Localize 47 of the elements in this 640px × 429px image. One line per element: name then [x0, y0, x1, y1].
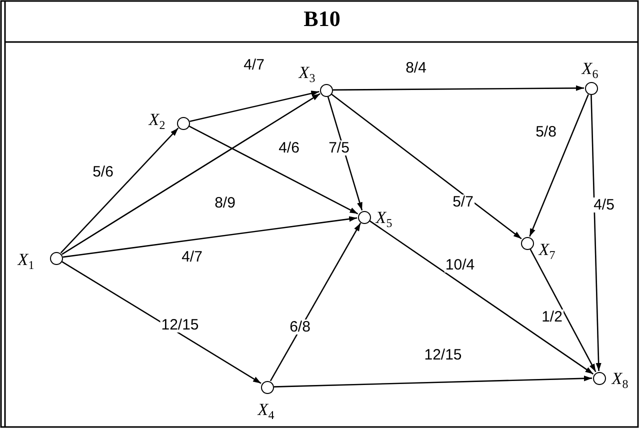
arrow	[590, 94, 602, 372]
edge-label: 12/15	[160, 318, 200, 332]
node-label: X$_{5}$	[376, 208, 392, 230]
edge-label: 1/2	[540, 310, 564, 324]
edge-label: 4/6	[278, 140, 300, 156]
edge-label: 4/7	[180, 250, 204, 264]
arrow	[333, 85, 584, 91]
edge-label: 10/4	[444, 258, 476, 272]
node-label: X$_{3}$	[298, 64, 316, 84]
edge-label: 4/5	[592, 198, 616, 212]
arrow	[62, 261, 262, 384]
edge-label: 7/5	[328, 140, 350, 156]
node-circle	[358, 210, 370, 224]
arrow	[60, 128, 179, 254]
edge-label: 5/7	[452, 194, 474, 210]
node-circle	[520, 236, 534, 250]
arrow	[369, 220, 594, 375]
node-circle	[592, 372, 606, 384]
edge-label: 8/4	[404, 60, 428, 76]
node-label: X$_{8}$	[612, 370, 628, 390]
arrow	[327, 96, 363, 210]
arrow	[530, 248, 596, 372]
arrow	[62, 93, 320, 255]
arrow	[270, 222, 362, 382]
node-label: X$_{6}$	[582, 60, 598, 80]
edge-label: 4/7	[242, 58, 266, 72]
edge-label: 5/8	[534, 124, 558, 140]
arrow	[190, 90, 320, 122]
edge-label: 8/9	[214, 196, 236, 210]
edge-label: 5/6	[92, 164, 114, 180]
node-circle	[320, 84, 332, 96]
arrow	[274, 376, 592, 388]
node-circle	[176, 116, 190, 130]
arrow	[529, 94, 589, 237]
node-label: X$_{7}$	[538, 240, 556, 262]
node-circle	[584, 82, 598, 94]
arrow	[188, 126, 358, 214]
edge-label: 12/15	[423, 348, 463, 362]
edge-label: 6/8	[288, 320, 312, 334]
arrow	[62, 216, 358, 258]
node-label: X$_{4}$	[258, 400, 274, 422]
node-circle	[50, 252, 62, 264]
node-label: X$_{2}$	[148, 110, 166, 132]
arrow	[331, 94, 522, 240]
node-circle	[260, 380, 274, 394]
node-label: X$_{1}$	[18, 250, 34, 272]
diagram-title: B10	[302, 5, 342, 33]
